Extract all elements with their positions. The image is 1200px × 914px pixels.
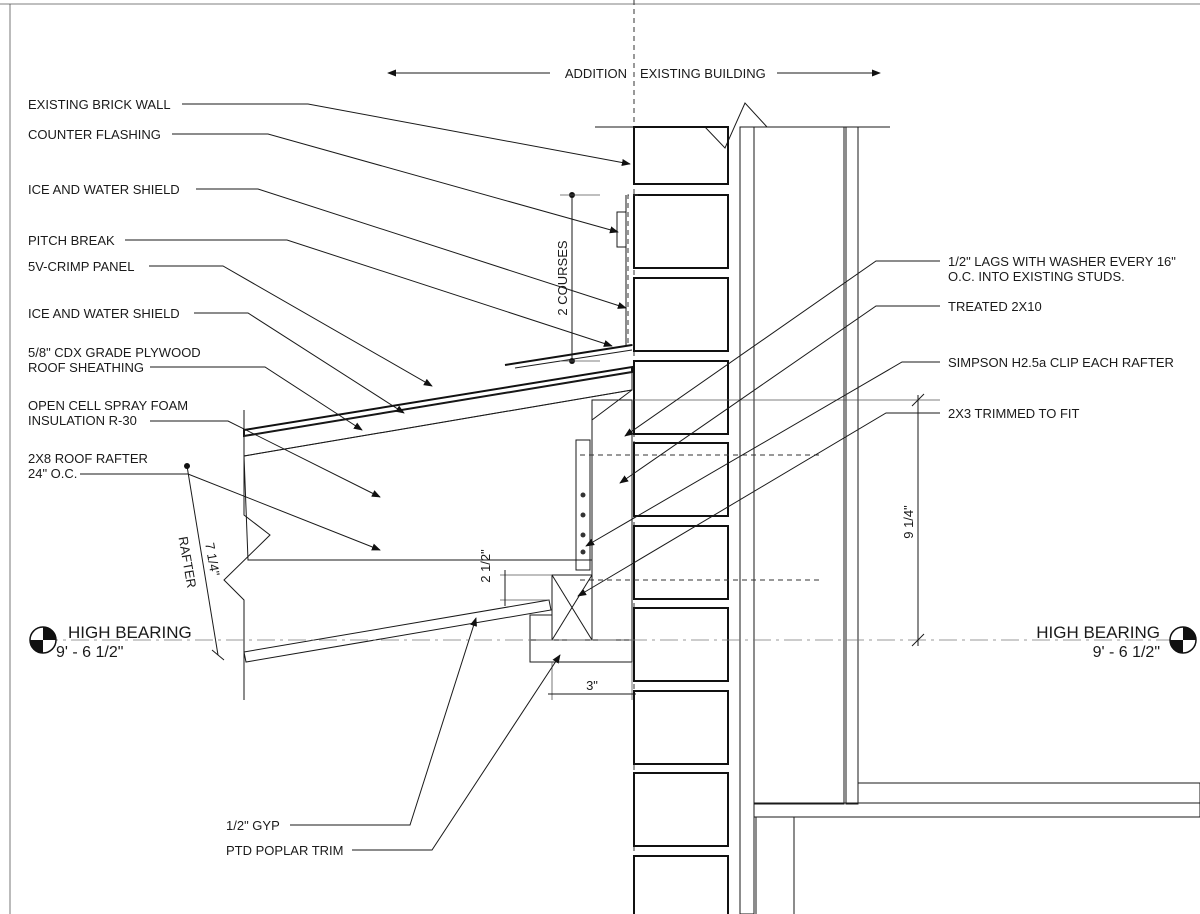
batt-insulation: [753, 126, 845, 805]
treated-2x10-ledger: [591, 399, 633, 641]
dim-rafter-depth-label: 7 1/4": [202, 541, 223, 577]
callout-treated-2x10: TREATED 2X10: [948, 299, 1042, 314]
callout-gyp: 1/2" GYP: [226, 818, 280, 833]
interior-gyp: [845, 126, 859, 805]
callout-counter-flashing: COUNTER FLASHING: [28, 127, 161, 142]
callout-poplar-trim: PTD POPLAR TRIM: [226, 843, 344, 858]
callout-roof-rafter-line1: 2X8 ROOF RAFTER: [28, 451, 148, 466]
dim-rafter-label: RAFTER: [176, 535, 200, 589]
dim-3-label: 3": [586, 678, 598, 693]
dimension-rafter-depth: [184, 463, 225, 661]
level-left-elevation: 9' - 6 1/2": [56, 644, 123, 661]
callout-5v-crimp-panel: 5V-CRIMP PANEL: [28, 259, 134, 274]
level-marker-left: [29, 626, 57, 654]
simpson-clip: [575, 439, 591, 571]
callout-plywood-line1: 5/8" CDX GRADE PLYWOOD: [28, 345, 201, 360]
callout-existing-brick-wall: EXISTING BRICK WALL: [28, 97, 171, 112]
dimension-3: [548, 662, 636, 700]
existing-building-label: EXISTING BUILDING: [640, 66, 766, 81]
level-left-name: HIGH BEARING: [68, 623, 192, 642]
roof-assembly: [223, 344, 633, 700]
callout-plywood-line2: ROOF SHEATHING: [28, 360, 144, 375]
dimension-9-quarter: [634, 393, 940, 647]
wall-sheathing-strip: [739, 126, 755, 914]
level-right-name: HIGH BEARING: [1036, 623, 1160, 642]
poplar-trim: [529, 639, 633, 663]
dim-9-quarter-label: 9 1/4": [901, 505, 916, 539]
counter-flashing: [616, 211, 627, 248]
callout-spray-foam-line2: INSULATION R-30: [28, 413, 137, 428]
addition-label: ADDITION: [565, 66, 627, 81]
level-marker-right: [1169, 626, 1197, 654]
existing-floor-plate: [753, 802, 1200, 818]
rafter-break-line: [223, 456, 271, 700]
dim-2-courses-label: 2 COURSES: [555, 240, 570, 315]
callout-ice-water-shield-2: ICE AND WATER SHIELD: [28, 306, 180, 321]
callout-roof-rafter-line2: 24" O.C.: [28, 466, 77, 481]
dimension-2-half: [500, 570, 552, 606]
callout-pitch-break: PITCH BREAK: [28, 233, 115, 248]
existing-floor-deck: [857, 782, 1200, 804]
callout-2x3-trimmed: 2X3 TRIMMED TO FIT: [948, 406, 1080, 421]
callout-simpson-clip: SIMPSON H2.5a CLIP EACH RAFTER: [948, 355, 1174, 370]
callout-lags-line2: O.C. INTO EXISTING STUDS.: [948, 269, 1125, 284]
gyp-ceiling: [243, 599, 552, 663]
callout-spray-foam-line1: OPEN CELL SPRAY FOAM: [28, 398, 188, 413]
dim-2-half-label: 2 1/2": [478, 549, 493, 583]
level-right-elevation: 9' - 6 1/2": [1093, 644, 1160, 661]
brick-wall: [633, 126, 729, 914]
callout-ice-water-shield-1: ICE AND WATER SHIELD: [28, 182, 180, 197]
callout-lags-line1: 1/2" LAGS WITH WASHER EVERY 16": [948, 254, 1176, 269]
